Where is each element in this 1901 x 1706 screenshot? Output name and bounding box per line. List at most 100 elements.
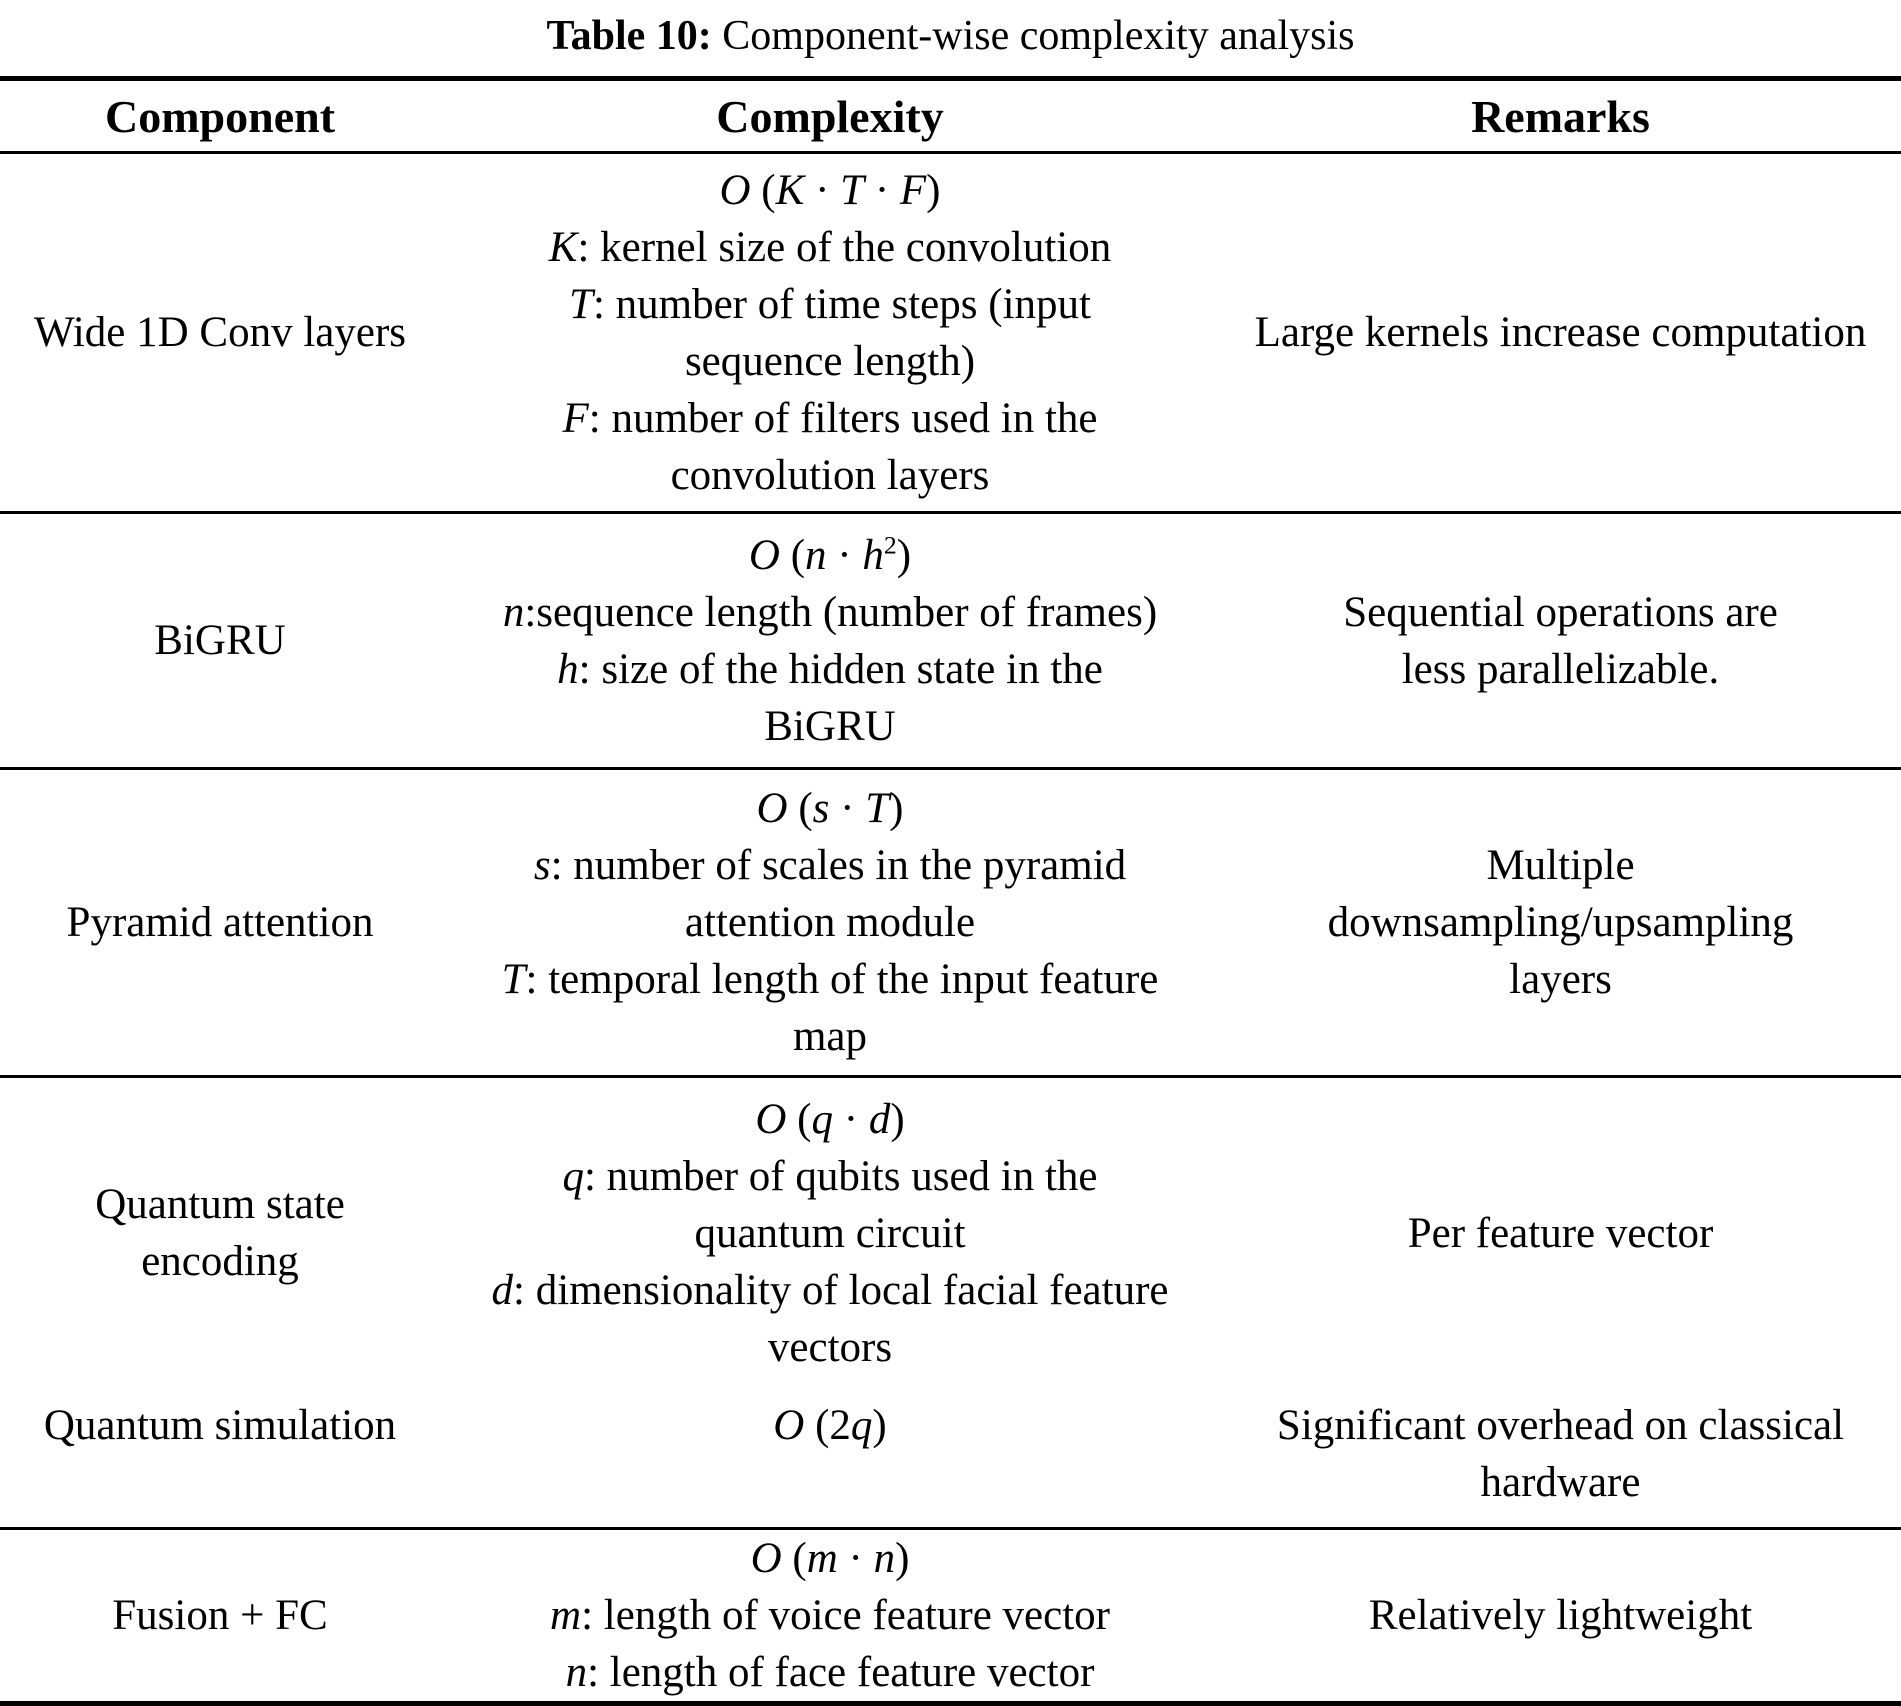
math-text: ( (781, 1535, 807, 1582)
remarks-cell: Per feature vector (1220, 1077, 1901, 1389)
text-line: Relatively lightweight (1368, 1592, 1753, 1639)
header-remarks: Remarks (1471, 90, 1650, 142)
math-variable: s (812, 785, 830, 832)
math-line: s: number of scales in the pyramid (440, 837, 1220, 894)
math-line: O (q · d) (440, 1091, 1220, 1148)
text-line: layers (1509, 956, 1612, 1003)
math-text: ( (786, 1095, 812, 1143)
math-text: : number of filters used in the (588, 394, 1098, 442)
text-line: Quantum simulation (43, 1401, 397, 1449)
table-caption-label: Table 10: (546, 13, 712, 59)
header-complexity: Complexity (716, 90, 944, 142)
math-line: O (K · T · F) (440, 162, 1220, 219)
component-cell: Wide 1D Conv layers (0, 153, 440, 513)
math-text: ( (787, 785, 813, 832)
text-line: Pyramid attention (66, 899, 374, 946)
math-text: quantum circuit (694, 1209, 966, 1257)
math-text: : temporal length of the input feature (525, 956, 1159, 1003)
complexity-cell: O (m · n)m: length of voice feature vect… (440, 1529, 1220, 1704)
math-variable: n (873, 1535, 896, 1582)
text-line: Fusion + FC (112, 1592, 328, 1639)
math-variable: O (755, 1095, 787, 1143)
math-line: F: number of filters used in the (440, 390, 1220, 447)
math-line: vectors (440, 1319, 1220, 1376)
table-row: BiGRU O (n · h2)n:sequence length (numbe… (0, 513, 1901, 769)
math-line: map (440, 1008, 1220, 1065)
text-line: Multiple (1486, 842, 1635, 889)
math-line: K: kernel size of the convolution (440, 219, 1220, 276)
math-text: : size of the hidden state in the (578, 645, 1103, 693)
text-line: Significant overhead on classical (1276, 1401, 1845, 1449)
math-text: : number of time steps (input (592, 280, 1091, 328)
table-caption-text: Component-wise complexity analysis (711, 13, 1355, 59)
math-text: : dimensionality of local facial feature (513, 1266, 1169, 1314)
math-text: · (832, 1095, 869, 1143)
math-text: (2 (804, 1401, 851, 1449)
math-text: ) (889, 785, 904, 832)
math-line: T: temporal length of the input feature (440, 951, 1220, 1008)
math-line: attention module (440, 894, 1220, 951)
text-line: Per feature vector (1407, 1209, 1714, 1257)
math-variable: d (868, 1095, 891, 1143)
math-variable: m (806, 1535, 838, 1582)
math-line: q: number of qubits used in the (440, 1148, 1220, 1205)
math-line: quantum circuit (440, 1205, 1220, 1262)
math-text: · (826, 531, 863, 579)
header-row: Component Complexity Remarks (0, 79, 1901, 153)
header-component: Component (104, 90, 336, 142)
math-text: :sequence length (number of frames) (524, 588, 1158, 636)
math-line: convolution layers (440, 447, 1220, 504)
math-text: sequence length) (684, 337, 976, 385)
math-text: attention module (684, 899, 976, 946)
table-row: Pyramid attention O (s · T)s: number of … (0, 769, 1901, 1077)
math-line: n:sequence length (number of frames) (440, 584, 1220, 641)
math-text: · (837, 1535, 874, 1582)
component-cell: Quantum simulation (0, 1389, 440, 1529)
math-line: O (m · n) (440, 1530, 1220, 1587)
math-text: : length of voice feature vector (581, 1592, 1110, 1639)
math-variable: O (748, 531, 780, 579)
complexity-table: Component Complexity Remarks Wide 1D Con… (0, 76, 1901, 1706)
math-text: convolution layers (670, 451, 990, 499)
math-variable: O (773, 1401, 805, 1449)
math-variable: T (501, 956, 526, 1003)
math-text: ) (926, 166, 941, 214)
math-variable: s (533, 842, 551, 889)
math-line: sequence length) (440, 333, 1220, 390)
complexity-cell: O (2q) (440, 1389, 1220, 1529)
complexity-cell: O (K · T · F)K: kernel size of the convo… (440, 153, 1220, 513)
table-caption: Table 10: Component-wise complexity anal… (0, 8, 1901, 64)
math-variable: K (775, 166, 805, 214)
complexity-cell: O (s · T)s: number of scales in the pyra… (440, 769, 1220, 1077)
math-text: map (792, 1013, 868, 1060)
math-variable: q (850, 1401, 873, 1449)
math-text: · (864, 166, 900, 214)
math-variable: q (562, 1152, 584, 1200)
component-cell: Fusion + FC (0, 1529, 440, 1704)
math-text: : length of face feature vector (587, 1649, 1095, 1696)
remarks-cell: Relatively lightweight (1220, 1529, 1901, 1704)
table-row: Fusion + FC O (m · n)m: length of voice … (0, 1529, 1901, 1704)
math-text: ( (750, 166, 776, 214)
math-line: T: number of time steps (input (440, 276, 1220, 333)
math-text: · (804, 166, 841, 214)
math-variable: F (899, 166, 927, 214)
math-text: 2 (883, 530, 897, 560)
math-variable: T (865, 785, 890, 832)
component-cell: Pyramid attention (0, 769, 440, 1077)
complexity-cell: O (q · d)q: number of qubits used in the… (440, 1077, 1220, 1389)
math-text: BiGRU (764, 702, 896, 750)
math-text: : number of qubits used in the (583, 1152, 1098, 1200)
text-line: BiGRU (154, 617, 286, 664)
math-line: O (n · h2) (440, 527, 1220, 584)
math-line: O (2q) (440, 1397, 1220, 1454)
math-variable: m (550, 1592, 582, 1639)
text-line: Quantum state (95, 1181, 345, 1229)
math-variable: T (569, 280, 593, 328)
math-variable: h (557, 645, 579, 693)
text-line: less parallelizable. (1401, 645, 1720, 693)
math-variable: n (565, 1649, 588, 1696)
